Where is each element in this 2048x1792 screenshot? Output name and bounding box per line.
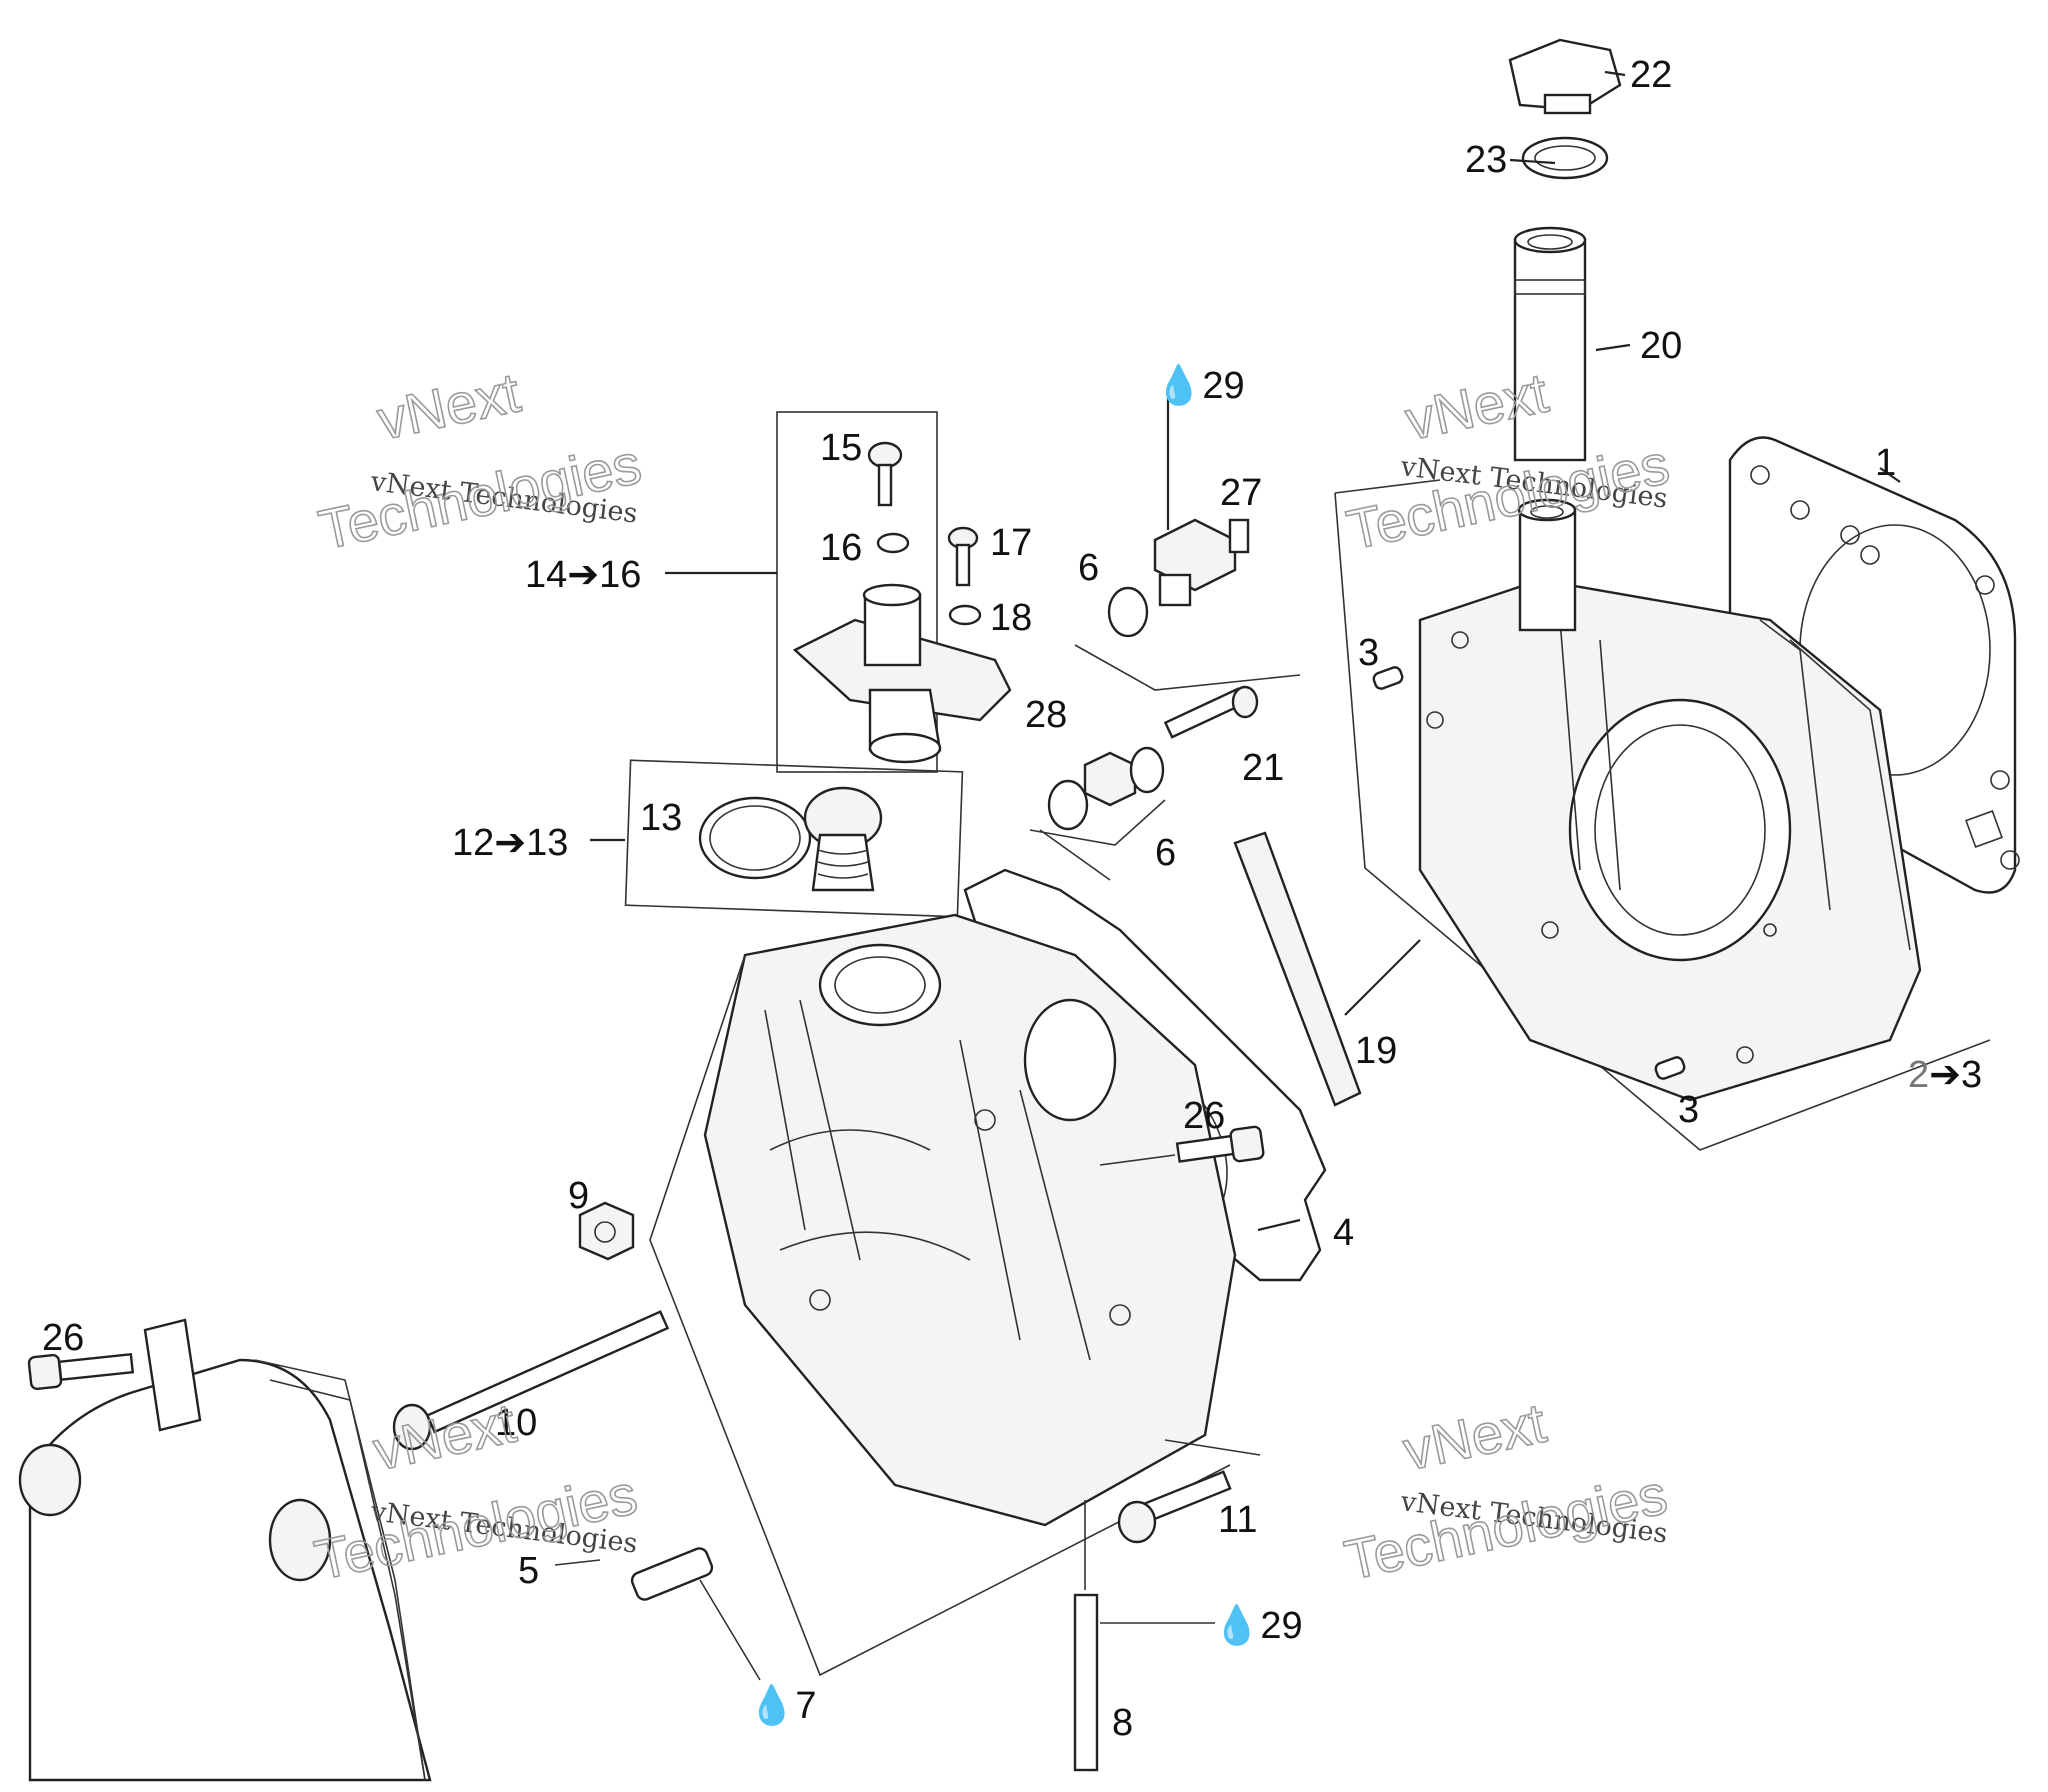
callout-2-3: 2➔3 <box>1908 1054 1982 1096</box>
callout-labels: 1 2➔3 3 3 4 5 6 6 💧7 8 9 10 11 12➔13 13 … <box>42 54 1982 1744</box>
dowel-pin <box>1654 1056 1686 1080</box>
allen-screw <box>1175 1125 1265 1163</box>
plug <box>630 1547 714 1601</box>
watermark-outline: Technologies <box>309 1462 642 1592</box>
right-arrow-icon: ➔ <box>1929 1054 1961 1096</box>
callout-4: 4 <box>1333 1212 1354 1254</box>
oil-drop-icon: 💧 <box>1213 1603 1260 1647</box>
stud <box>1073 1593 1099 1772</box>
dowel-pin <box>1372 666 1404 690</box>
allen-screw <box>27 1352 135 1391</box>
callout-14-16-start: 14 <box>525 554 567 596</box>
callout-17: 17 <box>990 522 1032 564</box>
bolt <box>867 441 903 507</box>
thermostat <box>803 786 883 892</box>
callout-12-13: 12➔13 <box>452 822 568 864</box>
cylinder-group <box>1334 436 2020 1151</box>
oil-drop-icon: 💧 <box>748 1683 795 1727</box>
thermostat-housing-group <box>665 411 1012 773</box>
filler-plug <box>1508 38 1622 115</box>
oil-drop-icon: 💧 <box>1155 363 1202 407</box>
callout-7: 💧7 <box>748 1683 816 1727</box>
callout-5: 5 <box>518 1550 539 1592</box>
nut <box>1083 751 1137 807</box>
hollow-screw <box>1163 685 1259 739</box>
callout-22: 22 <box>1630 54 1672 96</box>
callout-6b: 6 <box>1155 832 1176 874</box>
right-arrow-icon: ➔ <box>567 554 599 596</box>
callout-2-3-start: 2 <box>1908 1054 1929 1096</box>
valve-cover <box>18 1318 432 1782</box>
watermark-outline: vNext <box>372 360 526 451</box>
callout-1: 1 <box>1875 442 1896 484</box>
watermark-outline: vNext <box>368 1391 522 1482</box>
callout-20: 20 <box>1640 325 1682 367</box>
callout-3a: 3 <box>1358 632 1379 674</box>
thermostat-cover <box>792 618 1012 722</box>
callout-18: 18 <box>990 597 1032 639</box>
temperature-sensor <box>1153 518 1250 607</box>
callout-14-16-end: 16 <box>599 554 641 596</box>
o-ring <box>698 796 812 880</box>
callout-8: 8 <box>1112 1702 1133 1744</box>
callout-21: 21 <box>1242 747 1284 789</box>
allen-screw <box>1117 1470 1232 1544</box>
callout-26b: 26 <box>42 1317 84 1359</box>
callout-29b-num: 29 <box>1260 1605 1302 1647</box>
callout-27: 27 <box>1220 472 1262 514</box>
callout-9: 9 <box>568 1175 589 1217</box>
callout-19: 19 <box>1355 1030 1397 1072</box>
callout-14-16: 14➔16 <box>525 554 641 596</box>
callout-10: 10 <box>495 1402 537 1444</box>
callout-13: 13 <box>640 797 682 839</box>
sealing-ring <box>1521 136 1609 180</box>
callout-6a: 6 <box>1078 547 1099 589</box>
right-arrow-icon: ➔ <box>494 822 526 864</box>
coolant-pipe <box>1513 226 1631 462</box>
callout-29a: 💧29 <box>1155 363 1245 407</box>
watermark-outline: Technologies <box>1339 1462 1672 1592</box>
callout-12-13-start: 12 <box>452 822 494 864</box>
callout-11: 11 <box>1218 1499 1257 1541</box>
callout-26a: 26 <box>1183 1095 1225 1137</box>
cylinder-head-group <box>649 868 1327 1677</box>
callout-12-13-end: 13 <box>526 822 568 864</box>
callout-7-num: 7 <box>795 1685 816 1727</box>
callout-16: 16 <box>820 527 862 569</box>
temperature-sensor-group <box>1029 392 1301 881</box>
watermark-outline: vNext <box>1398 1391 1552 1482</box>
long-bolt <box>392 1310 670 1451</box>
nut <box>578 1201 635 1261</box>
callout-15: 15 <box>820 427 862 469</box>
chain-guide <box>1233 831 1362 1107</box>
screw <box>947 526 979 587</box>
callout-28: 28 <box>1025 694 1067 736</box>
callout-23: 23 <box>1465 139 1507 181</box>
callout-2-3-end: 3 <box>1961 1054 1982 1096</box>
thermostat-group <box>590 759 964 918</box>
watermark-outline: Technologies <box>1341 432 1674 562</box>
callout-3b: 3 <box>1678 1089 1699 1131</box>
callout-29a-num: 29 <box>1202 365 1244 407</box>
callout-29b: 💧29 <box>1213 1603 1303 1647</box>
watermark-outline: Technologies <box>314 432 647 562</box>
